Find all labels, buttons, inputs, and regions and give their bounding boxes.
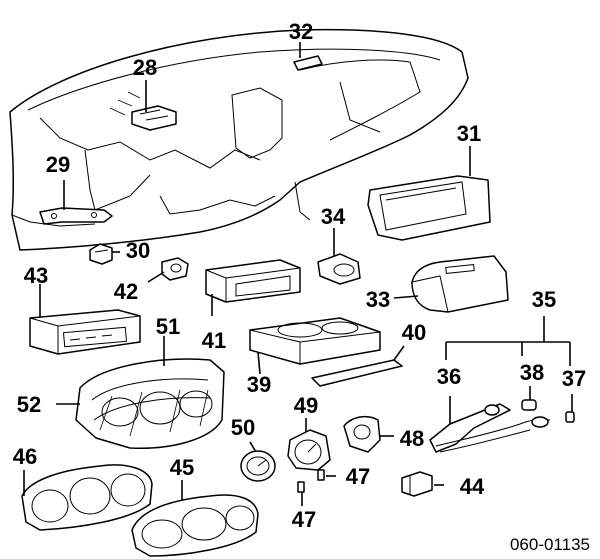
callout-52: 52 [17,392,41,417]
part-43-radio [29,284,141,355]
diagram-code: 060-01135 [510,535,590,554]
callout-40: 40 [402,320,426,345]
callout-29: 29 [46,152,70,177]
callout-32: 32 [289,19,313,44]
part-47-bulb-lower [297,481,305,506]
callout-49: 49 [294,393,318,418]
part-39-console-tray [249,317,381,375]
callout-46: 46 [13,444,37,469]
callout-50: 50 [231,415,255,440]
part-28-bracket [131,80,177,131]
part-52-cluster-housing [56,336,225,449]
part-37-socket [565,394,575,423]
callout-48: 48 [400,426,424,451]
part-38-socket [521,386,537,411]
callout-labels: 32 28 31 29 34 30 43 42 33 35 51 40 41 3… [13,19,590,554]
part-41-tray [205,259,301,316]
dashboard-panel [9,28,469,251]
part-40-trim-strip [311,345,405,387]
part-36-harness [429,396,551,453]
callout-36: 36 [437,364,461,389]
part-48-gauge-plate [343,415,394,453]
callout-44: 44 [460,474,485,499]
part-44-connector [401,471,444,497]
callout-30: 30 [126,238,150,263]
part-50-gauge [240,441,276,482]
part-42-switch [147,257,189,283]
part-29-bracket [39,180,113,225]
part-45-cluster-lens [131,480,259,557]
part-30-clip [89,243,120,265]
part-32-vent-slot [293,42,323,71]
part-47-bulb-upper [317,469,336,481]
callout-47-lower: 47 [292,507,316,532]
callout-37: 37 [562,366,586,391]
part-34-cap [317,228,361,285]
callout-31: 31 [457,121,481,146]
part-31-storage-box [367,146,491,241]
callout-35: 35 [532,287,556,312]
callout-45: 45 [170,455,194,480]
callout-34: 34 [321,204,346,229]
part-46-cluster-bezel [21,464,153,531]
callout-47-upper: 47 [346,464,370,489]
part-33-glove-door [393,255,509,313]
callout-41: 41 [202,328,226,353]
callout-39: 39 [247,372,271,397]
callout-38: 38 [520,360,544,385]
part-49-gauge [287,418,331,471]
callout-51: 51 [156,314,180,339]
callout-28: 28 [133,55,157,80]
callout-33: 33 [366,287,390,312]
callout-42: 42 [114,279,138,304]
part-35-wiring-group [445,316,571,366]
callout-43: 43 [24,263,48,288]
